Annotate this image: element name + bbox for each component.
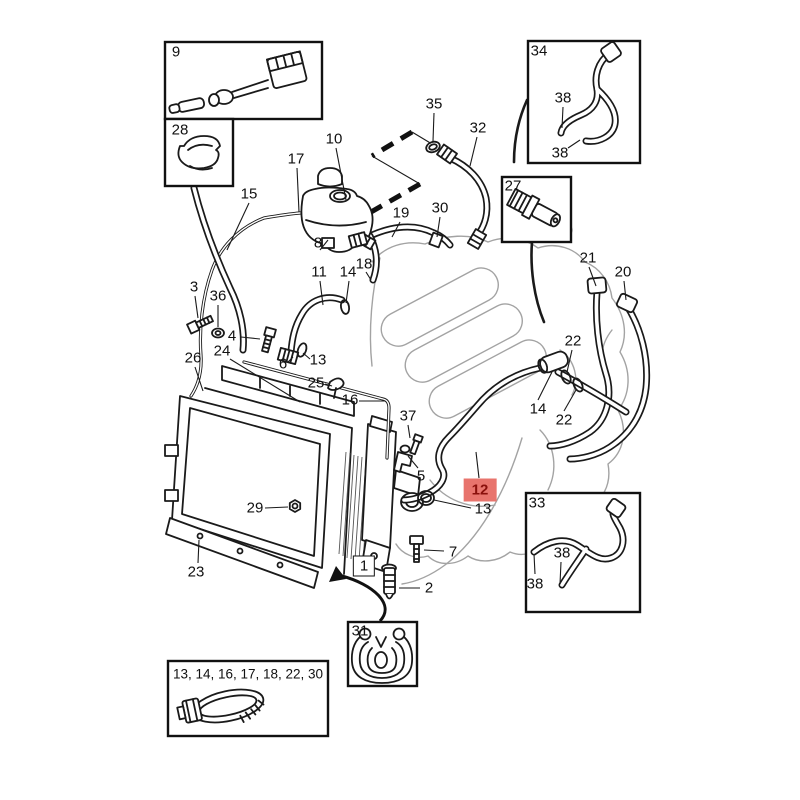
clamp-22-b bbox=[572, 377, 584, 393]
clamp-13-lower bbox=[417, 490, 435, 506]
intake-runners bbox=[380, 267, 547, 419]
box-27-connector bbox=[530, 240, 546, 324]
part-callout-12: 12 bbox=[463, 478, 497, 502]
bleeder-plug-2 bbox=[381, 563, 397, 600]
part-callout-35: 35 bbox=[425, 95, 443, 113]
part-callout-38: 38 bbox=[551, 144, 569, 162]
part-callout-25: 25 bbox=[307, 374, 325, 392]
fitting-21-top bbox=[586, 276, 608, 295]
clamp-30 bbox=[428, 231, 444, 249]
part-callout-36: 36 bbox=[209, 287, 227, 305]
hose-33-drawing bbox=[530, 497, 627, 589]
part-callout-2: 2 bbox=[424, 579, 434, 597]
fitting-32-top bbox=[436, 143, 458, 165]
fitting-27-drawing bbox=[506, 188, 561, 228]
bolt-37 bbox=[399, 433, 424, 456]
part-callout-32: 32 bbox=[469, 119, 487, 137]
part-callout-7: 7 bbox=[448, 543, 458, 561]
bolt-3 bbox=[186, 314, 214, 335]
radiator-shroud bbox=[171, 395, 331, 569]
clamp-13-upper bbox=[296, 342, 308, 358]
part-callout-30: 30 bbox=[431, 199, 449, 217]
part-callout-18: 18 bbox=[355, 255, 373, 273]
part-callout-38: 38 bbox=[553, 544, 571, 562]
part-callout-11: 11 bbox=[311, 263, 327, 281]
part-callout-21: 21 bbox=[579, 249, 597, 267]
part-callout-9: 9 bbox=[171, 43, 181, 61]
part-callout-22: 22 bbox=[564, 332, 582, 350]
part-callout-34: 34 bbox=[530, 42, 548, 60]
part-callout-13: 13 bbox=[309, 351, 327, 369]
part-callout-1: 1 bbox=[352, 555, 376, 577]
part-callout-4: 4 bbox=[227, 327, 237, 345]
radiator-crossmember bbox=[221, 365, 355, 417]
overflow-pipes bbox=[189, 211, 391, 460]
hardware bbox=[186, 140, 639, 600]
fitting-32-bottom bbox=[466, 228, 488, 250]
part-callout-8: 8 bbox=[313, 234, 323, 252]
part-callout-13: 13 bbox=[474, 500, 492, 518]
part-callout-22: 22 bbox=[555, 411, 573, 429]
part-callout-5: 5 bbox=[416, 467, 426, 485]
part-callout-23: 23 bbox=[187, 563, 205, 581]
clamp-22-a bbox=[560, 369, 572, 385]
part-callout-33: 33 bbox=[528, 494, 546, 512]
hose-34-drawing bbox=[557, 41, 622, 145]
leader-lines bbox=[194, 106, 627, 589]
part-callout-13-14-16-17-18-22-30: 13, 14, 16, 17, 18, 22, 30 bbox=[172, 666, 324, 682]
part-callout-16: 16 bbox=[341, 391, 359, 409]
sensor-9-drawing bbox=[168, 50, 308, 114]
clip-31-drawing bbox=[350, 627, 414, 684]
fitting-19-left bbox=[347, 231, 369, 249]
part-callout-29: 29 bbox=[246, 499, 264, 517]
part-callout-20: 20 bbox=[614, 263, 632, 281]
part-callout-27: 27 bbox=[504, 177, 522, 195]
part-callout-6: 6 bbox=[278, 355, 288, 373]
part-callout-38: 38 bbox=[526, 575, 544, 593]
part-callout-15: 15 bbox=[240, 185, 258, 203]
hoses bbox=[190, 154, 651, 504]
part-callout-3: 3 bbox=[189, 278, 199, 296]
tank-cap-10 bbox=[317, 167, 343, 188]
bracket-5 bbox=[393, 451, 413, 473]
drain-nut-29 bbox=[288, 499, 302, 513]
fitting-20-top bbox=[615, 292, 639, 314]
part-callout-19: 19 bbox=[392, 204, 410, 222]
part-callout-10: 10 bbox=[325, 130, 343, 148]
fitting-6 bbox=[276, 346, 300, 366]
hose-clamp-drawing bbox=[176, 688, 265, 724]
clamp-14-center bbox=[339, 299, 351, 315]
washer-36 bbox=[211, 327, 225, 339]
part-callout-38: 38 bbox=[554, 89, 572, 107]
clip-28-drawing bbox=[177, 135, 221, 171]
clamp-35 bbox=[425, 140, 441, 154]
part-callout-26: 26 bbox=[184, 349, 202, 367]
callout-1-arrow bbox=[329, 566, 387, 623]
part-callout-37: 37 bbox=[399, 407, 417, 425]
clip-25 bbox=[327, 377, 345, 391]
bolt-7 bbox=[409, 535, 424, 563]
thermostat-fitting-14 bbox=[537, 350, 569, 374]
bolt-4 bbox=[261, 326, 277, 354]
part-callout-24: 24 bbox=[213, 342, 231, 360]
part-callout-28: 28 bbox=[171, 121, 189, 139]
part-callout-14: 14 bbox=[529, 400, 547, 418]
part-callout-17: 17 bbox=[287, 150, 305, 168]
part-callout-14: 14 bbox=[339, 263, 357, 281]
part-callout-31: 31 bbox=[351, 622, 369, 640]
box-34-connector bbox=[512, 98, 529, 164]
